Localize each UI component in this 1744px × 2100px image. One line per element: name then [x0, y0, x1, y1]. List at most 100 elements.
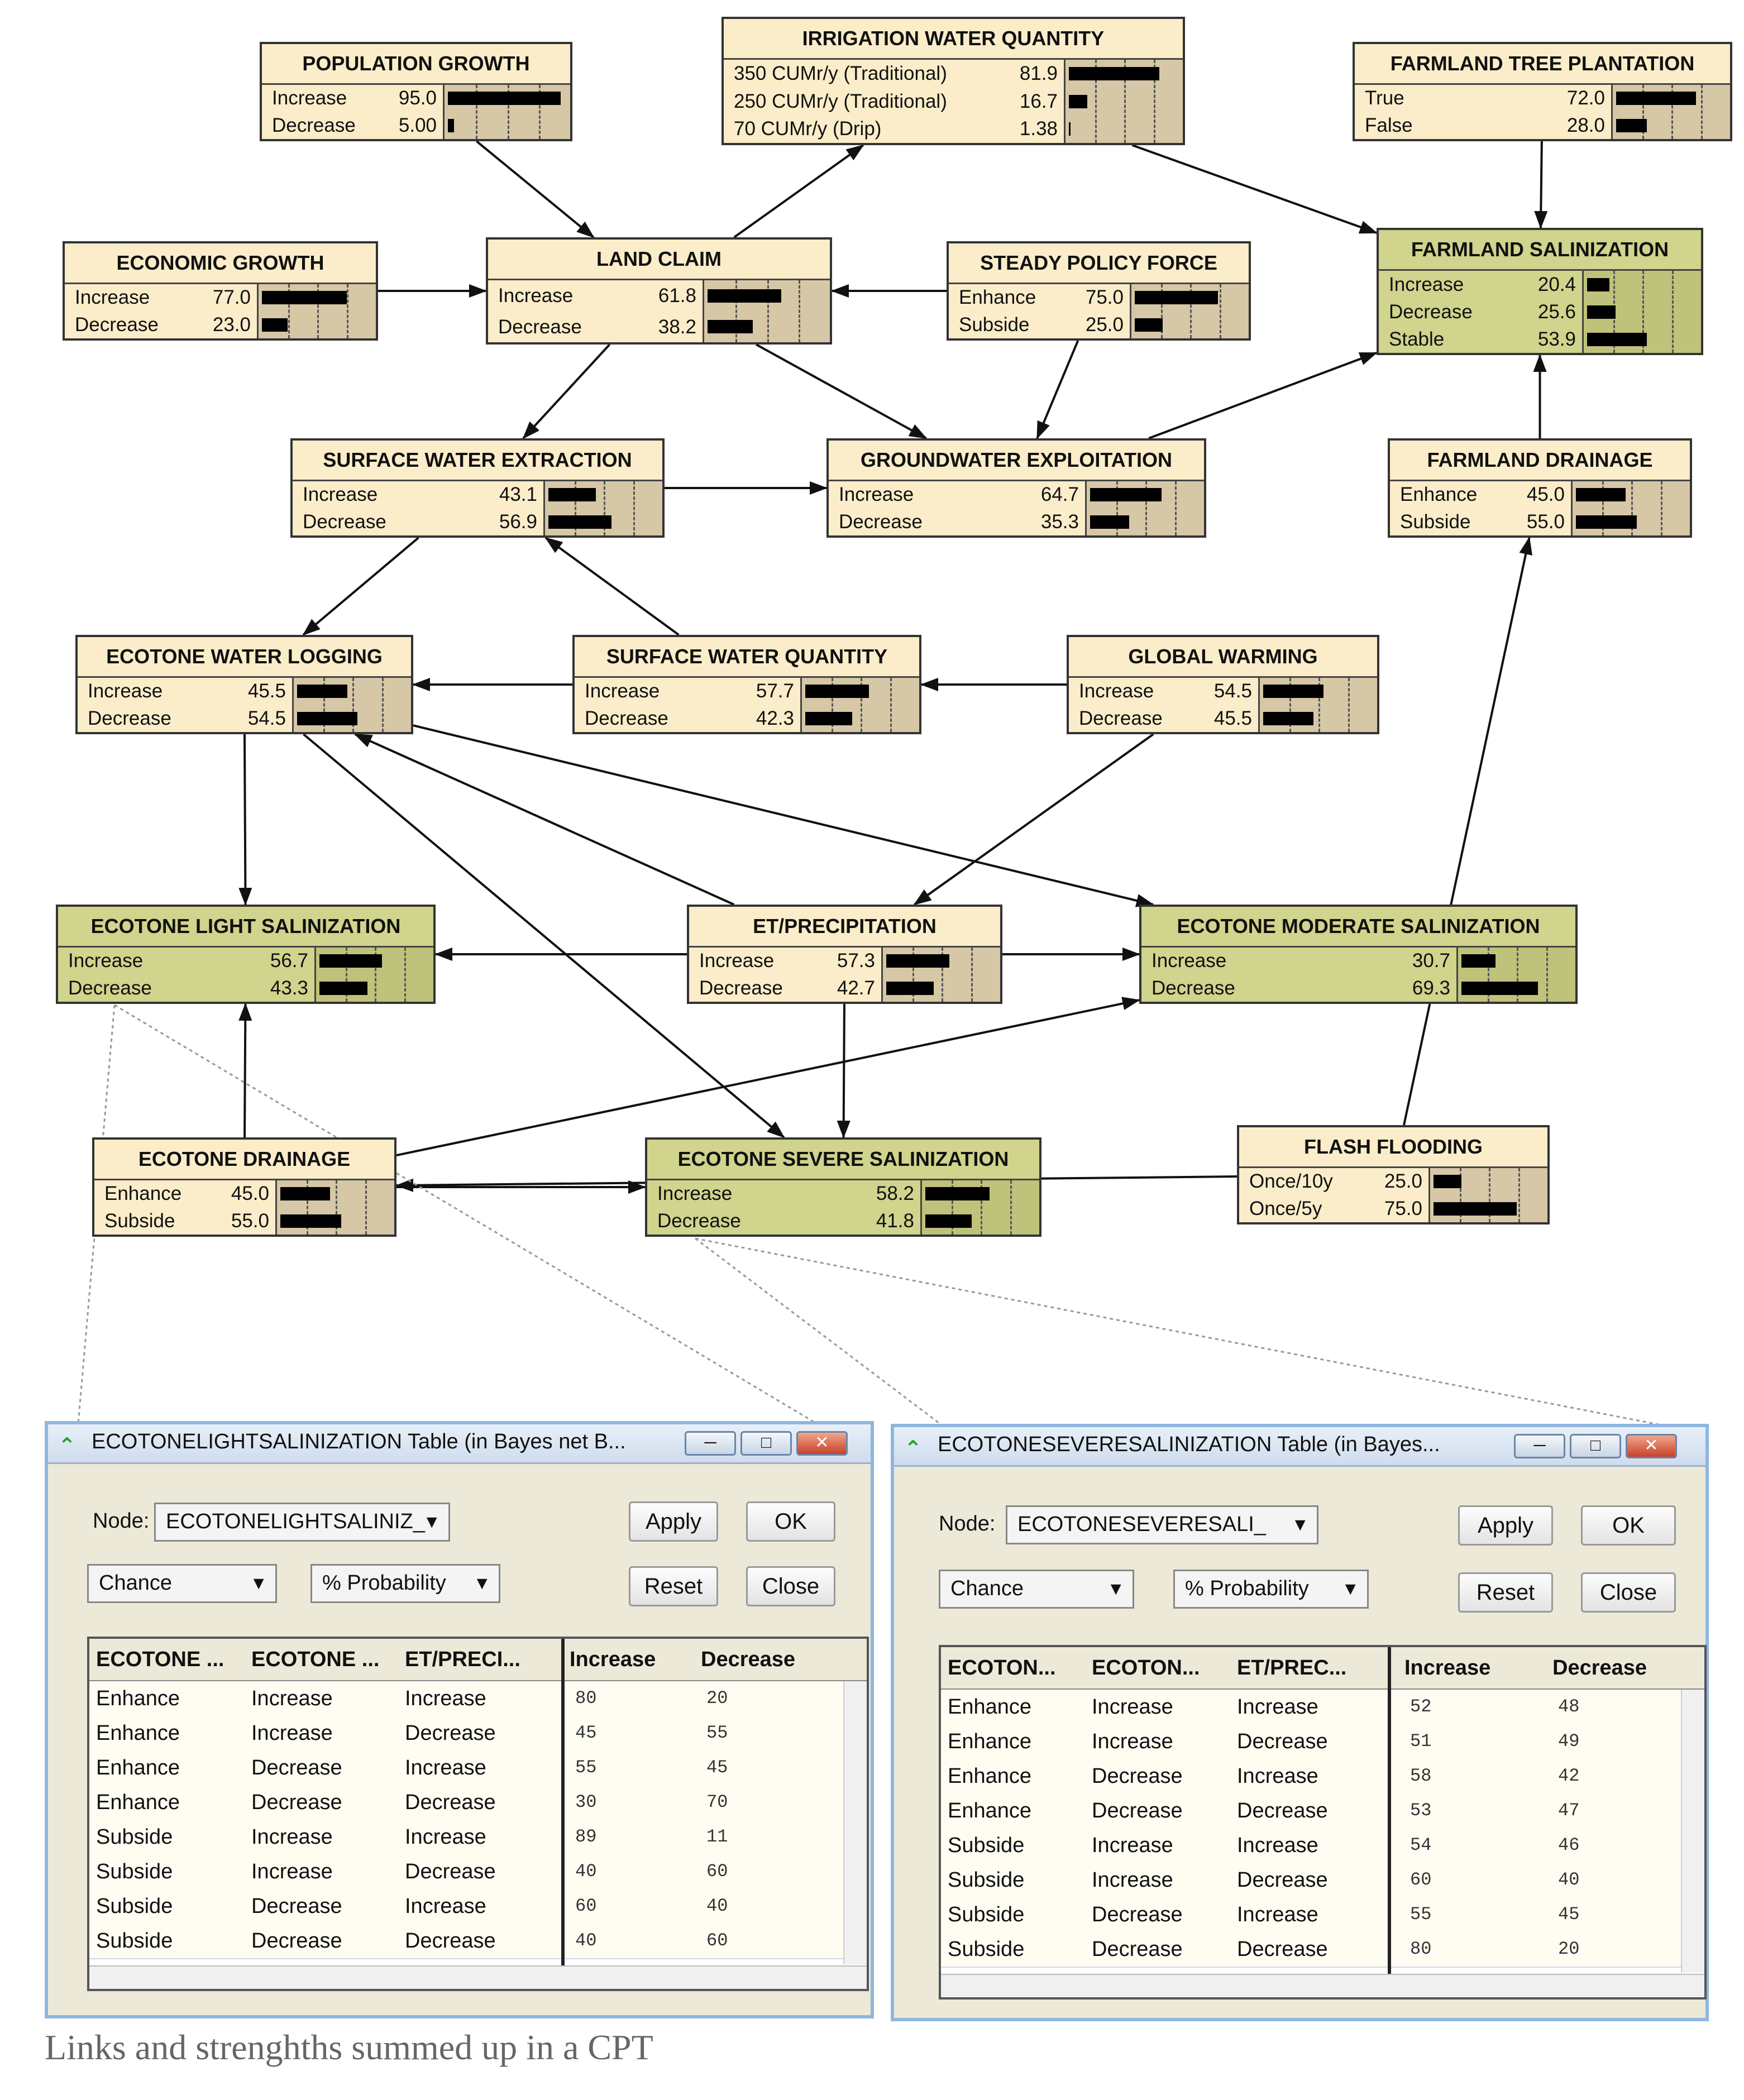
mode-select[interactable]: Chance ▼	[939, 1570, 1134, 1609]
cpt-window-light[interactable]: ⌃ ECOTONELIGHTSALINIZATION Table (in Bay…	[45, 1421, 874, 2018]
node-select[interactable]: ECOTONELIGHTSALINIZ_ ▼	[154, 1503, 450, 1542]
probability-cell[interactable]: 54	[1410, 1835, 1432, 1855]
window-titlebar[interactable]: ⌃ ECOTONESEVERESALINIZATION Table (in Ba…	[894, 1427, 1705, 1467]
close-window-button[interactable]: ✕	[1626, 1434, 1677, 1458]
column-header[interactable]: Decrease	[701, 1648, 796, 1671]
node-select[interactable]: ECOTONESEVERESALI_ ▼	[1006, 1505, 1318, 1544]
close-button[interactable]: Close	[1581, 1572, 1676, 1613]
probability-cell[interactable]: 58	[1410, 1766, 1432, 1786]
minimize-button[interactable]: ─	[1514, 1434, 1565, 1458]
column-header[interactable]: Increase	[1404, 1656, 1491, 1680]
ok-button[interactable]: OK	[1581, 1505, 1676, 1546]
probability-cell[interactable]: 20	[1558, 1939, 1580, 1959]
probability-cell[interactable]: 11	[706, 1826, 728, 1847]
probability-cell[interactable]: 60	[706, 1861, 728, 1882]
apply-button[interactable]: Apply	[1458, 1505, 1553, 1546]
mode-select[interactable]: Chance ▼	[87, 1564, 277, 1603]
probability-cell[interactable]: 45	[706, 1757, 728, 1778]
probability-cell[interactable]: 60	[1410, 1869, 1432, 1890]
format-select[interactable]: % Probability ▼	[1173, 1570, 1369, 1609]
cpt-table[interactable]: ECOTONE ... ECOTONE ... ET/PRECI... Increas…	[87, 1637, 869, 1991]
probability-cell[interactable]: 80	[575, 1688, 597, 1709]
column-header[interactable]: Decrease	[1552, 1656, 1647, 1680]
probability-cell[interactable]: 51	[1410, 1731, 1432, 1752]
cpt-window-severe[interactable]: ⌃ ECOTONESEVERESALINIZATION Table (in Ba…	[891, 1424, 1709, 2021]
ok-button[interactable]: OK	[746, 1501, 835, 1542]
probability-cell[interactable]: 55	[706, 1723, 728, 1743]
horizontal-scrollbar[interactable]	[89, 1965, 867, 1989]
probability-cell[interactable]: 42	[1558, 1766, 1580, 1786]
probability-cell[interactable]: 60	[575, 1896, 597, 1916]
probability-cell[interactable]: 49	[1558, 1731, 1580, 1752]
column-header[interactable]: ECOTONE ...	[251, 1648, 380, 1671]
probability-cell[interactable]: 55	[575, 1757, 597, 1778]
probability-cell[interactable]: 20	[706, 1688, 728, 1709]
probability-cell[interactable]: 46	[1558, 1835, 1580, 1855]
vertical-scrollbar[interactable]	[1681, 1690, 1704, 1973]
probability-cell[interactable]: 80	[1410, 1939, 1432, 1959]
probability-cell[interactable]: 53	[1410, 1800, 1432, 1821]
probability-cell[interactable]: 30	[575, 1792, 597, 1812]
probability-cell[interactable]: 40	[575, 1861, 597, 1882]
column-header[interactable]: Increase	[570, 1648, 656, 1671]
maximize-button[interactable]: □	[740, 1431, 792, 1456]
close-window-button[interactable]: ✕	[796, 1431, 848, 1456]
window-titlebar[interactable]: ⌃ ECOTONELIGHTSALINIZATION Table (in Bay…	[48, 1424, 871, 1464]
column-header[interactable]: ECOTON...	[1092, 1656, 1200, 1680]
probability-cell[interactable]: 48	[1558, 1696, 1580, 1717]
column-header[interactable]: ET/PREC...	[1237, 1656, 1347, 1680]
maximize-button[interactable]: □	[1570, 1434, 1621, 1458]
reset-button[interactable]: Reset	[629, 1566, 718, 1606]
format-select[interactable]: % Probability ▼	[310, 1564, 500, 1603]
column-header[interactable]: ECOTON...	[948, 1656, 1056, 1680]
probability-cell[interactable]: 40	[575, 1930, 597, 1951]
probability-cell[interactable]: 40	[706, 1896, 728, 1916]
probability-cell[interactable]: 40	[1558, 1869, 1580, 1890]
probability-cell[interactable]: 60	[706, 1930, 728, 1951]
horizontal-scrollbar[interactable]	[941, 1974, 1704, 1997]
close-button[interactable]: Close	[746, 1566, 835, 1606]
cpt-table[interactable]: ECOTON... ECOTON... ET/PREC... Increase Decr…	[939, 1645, 1707, 1999]
probability-cell[interactable]: 89	[575, 1826, 597, 1847]
apply-button[interactable]: Apply	[629, 1501, 718, 1542]
column-header[interactable]: ET/PRECI...	[405, 1648, 520, 1671]
column-header[interactable]: ECOTONE ...	[96, 1648, 224, 1671]
probability-cell[interactable]: 55	[1410, 1904, 1432, 1925]
minimize-button[interactable]: ─	[685, 1431, 736, 1456]
vertical-scrollbar[interactable]	[843, 1681, 867, 1964]
probability-cell[interactable]: 45	[1558, 1904, 1580, 1925]
